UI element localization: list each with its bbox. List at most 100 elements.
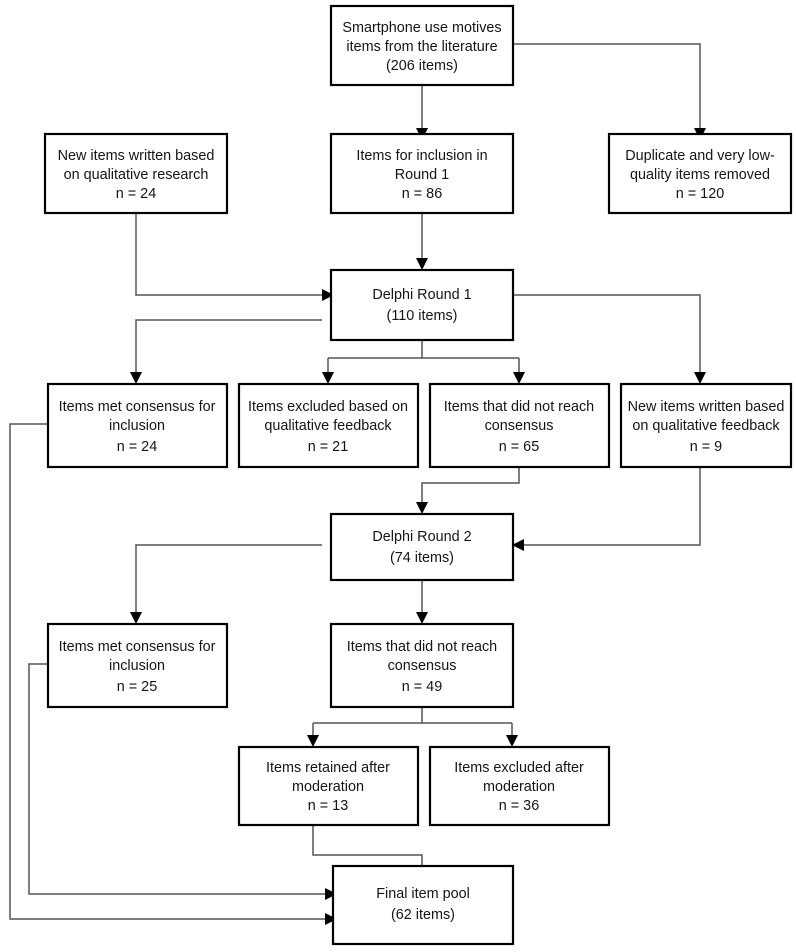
node-line: consensus bbox=[485, 418, 554, 434]
node-line: n = 21 bbox=[308, 439, 348, 455]
node-line: Final item pool bbox=[376, 886, 470, 902]
edge-r1-met-to-final bbox=[9, 423, 325, 920]
edge-retained-to-final bbox=[312, 825, 423, 866]
arrowhead-round1-to-met-consensus bbox=[130, 372, 142, 384]
node-duplicate-low-quality-removed: Duplicate and very low- quality items re… bbox=[607, 132, 793, 215]
node-r1-excluded-qualitative: Items excluded based on qualitative feed… bbox=[237, 382, 420, 469]
arrowhead-newitems-to-round1 bbox=[322, 289, 334, 301]
node-line: New items written based bbox=[628, 399, 785, 415]
node-line: quality items removed bbox=[630, 167, 770, 183]
node-line: Items retained after bbox=[266, 760, 390, 776]
node-line: (110 items) bbox=[387, 308, 458, 324]
edge-source-to-duplicate bbox=[512, 43, 701, 128]
node-box bbox=[607, 132, 793, 215]
node-line: n = 9 bbox=[690, 439, 722, 455]
node-r2-met-consensus: Items met consensus for inclusion n = 25 bbox=[46, 622, 229, 709]
node-box bbox=[46, 382, 229, 469]
node-line: Delphi Round 2 bbox=[372, 529, 471, 545]
arrowhead-inclusion-to-round1 bbox=[416, 258, 428, 270]
node-line: Items met consensus for bbox=[59, 399, 216, 415]
node-line: on qualitative research bbox=[64, 167, 209, 183]
arrowhead-round1-to-excluded bbox=[322, 372, 334, 384]
node-line: Items for inclusion in bbox=[356, 148, 487, 164]
node-box bbox=[329, 268, 515, 342]
edge-round1-bottom-split bbox=[327, 340, 520, 372]
connector-layer bbox=[9, 43, 706, 925]
node-box bbox=[46, 622, 229, 709]
node-line: n = 86 bbox=[402, 186, 442, 202]
arrowhead-no-consensus-to-round2 bbox=[416, 502, 428, 514]
node-line: Round 1 bbox=[395, 167, 449, 183]
node-line: inclusion bbox=[109, 658, 165, 674]
node-line: consensus bbox=[388, 658, 457, 674]
node-new-items-qualitative-research: New items written based on qualitative r… bbox=[43, 132, 229, 215]
node-line: n = 36 bbox=[499, 798, 539, 814]
edge-round1-to-met-consensus bbox=[135, 319, 322, 372]
edge-no-consensus-split bbox=[312, 707, 513, 735]
node-box bbox=[331, 864, 515, 946]
node-line: inclusion bbox=[109, 418, 165, 434]
node-line: n = 65 bbox=[499, 439, 539, 455]
node-line: n = 49 bbox=[402, 679, 442, 695]
node-box bbox=[428, 745, 611, 827]
node-r1-new-items-feedback: New items written based on qualitative f… bbox=[619, 382, 793, 469]
node-box bbox=[619, 382, 793, 469]
node-source-items: Smartphone use motives items from the li… bbox=[329, 4, 515, 87]
node-line: Items that did not reach bbox=[444, 399, 594, 415]
node-line: Delphi Round 1 bbox=[372, 287, 471, 303]
node-line: Items met consensus for bbox=[59, 639, 216, 655]
arrowhead-round1-to-new-items-feedback bbox=[694, 372, 706, 384]
node-line: Items excluded after bbox=[454, 760, 584, 776]
node-r2-no-consensus: Items that did not reach consensus n = 4… bbox=[329, 622, 515, 709]
arrowhead-new-items-to-round2 bbox=[512, 539, 524, 551]
node-box bbox=[329, 132, 515, 215]
node-line: moderation bbox=[483, 779, 555, 795]
node-line: New items written based bbox=[58, 148, 215, 164]
node-delphi-round-1: Delphi Round 1 (110 items) bbox=[329, 268, 515, 342]
node-items-for-inclusion-round1: Items for inclusion in Round 1 n = 86 bbox=[329, 132, 515, 215]
node-line: qualitative feedback bbox=[264, 418, 392, 434]
node-line: moderation bbox=[292, 779, 364, 795]
node-line: n = 24 bbox=[117, 439, 157, 455]
edge-round2-to-met-consensus bbox=[135, 544, 322, 612]
node-line: Items excluded based on bbox=[248, 399, 408, 415]
node-box bbox=[329, 622, 515, 709]
node-delphi-round-2: Delphi Round 2 (74 items) bbox=[329, 512, 515, 582]
arrowhead-to-excluded bbox=[506, 735, 518, 747]
node-line: n = 13 bbox=[308, 798, 348, 814]
node-box bbox=[237, 745, 420, 827]
node-line: (74 items) bbox=[390, 550, 454, 566]
node-box bbox=[43, 132, 229, 215]
node-line: n = 24 bbox=[116, 186, 156, 202]
node-line: Smartphone use motives bbox=[342, 20, 501, 36]
node-r1-met-consensus: Items met consensus for inclusion n = 24 bbox=[46, 382, 229, 469]
edge-newitems-to-round1 bbox=[135, 213, 322, 296]
arrowhead-to-retained bbox=[307, 735, 319, 747]
arrowhead-r2-met-to-final bbox=[325, 888, 337, 900]
node-box bbox=[428, 382, 611, 469]
node-box bbox=[237, 382, 420, 469]
node-box bbox=[329, 512, 515, 582]
node-line: n = 120 bbox=[676, 186, 724, 202]
node-line: Items that did not reach bbox=[347, 639, 497, 655]
edge-no-consensus-to-round2 bbox=[421, 467, 520, 502]
arrowhead-round2-to-met-consensus bbox=[130, 612, 142, 624]
arrowhead-r1-met-to-final bbox=[325, 913, 337, 925]
node-excluded-after-moderation: Items excluded after moderation n = 36 bbox=[428, 745, 611, 827]
node-retained-after-moderation: Items retained after moderation n = 13 bbox=[237, 745, 420, 827]
node-line: n = 25 bbox=[117, 679, 157, 695]
node-final-item-pool: Final item pool (62 items) bbox=[331, 864, 515, 946]
node-line: (62 items) bbox=[391, 907, 455, 923]
node-line: items from the literature bbox=[346, 39, 497, 55]
edge-r2-met-to-final bbox=[28, 663, 325, 895]
node-line: Duplicate and very low- bbox=[625, 148, 775, 164]
arrowhead-round2-to-no-consensus bbox=[416, 612, 428, 624]
arrowhead-round1-to-no-consensus bbox=[513, 372, 525, 384]
node-line: on qualitative feedback bbox=[632, 418, 780, 434]
node-line: (206 items) bbox=[386, 58, 458, 74]
edge-new-items-to-round2 bbox=[524, 467, 701, 546]
edge-round1-to-new-items-feedback bbox=[512, 294, 701, 372]
node-box bbox=[329, 4, 515, 87]
